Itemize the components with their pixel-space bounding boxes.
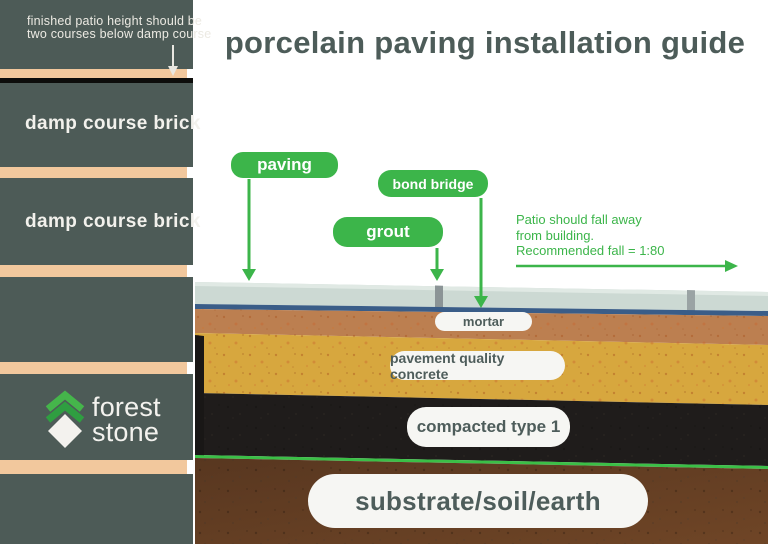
bond-bridge-layer [195, 304, 768, 316]
fall-note: Patio should fall away from building. Re… [516, 212, 665, 259]
wall-mortar-joint [0, 69, 187, 78]
grout-joint [687, 290, 695, 316]
wall-brick [0, 277, 193, 362]
wall-brick [0, 0, 193, 69]
forest-stone-logo: forest stone [44, 390, 194, 454]
substrate-label-pill: substrate/soil/earth [308, 474, 648, 528]
wall-mortar-joint [0, 265, 187, 277]
logo-word-stone: stone [92, 417, 160, 447]
wall-mortar-joint [0, 167, 187, 178]
logo-word-forest: forest [92, 392, 161, 422]
fall-note-line-2: from building. [516, 227, 595, 243]
chevron-icon [45, 390, 85, 412]
damp-proof-course-line [0, 78, 193, 83]
note-line-1: finished patio height should be [27, 14, 203, 28]
damp-course-brick-label: damp course brick [25, 211, 201, 232]
grout-joint [435, 285, 443, 309]
logo-mark-icon [45, 390, 85, 448]
fall-note-line-3: Recommended fall = 1:80 [516, 243, 665, 258]
chevron-icon [45, 401, 85, 423]
mortar-label-pill: mortar [435, 312, 532, 331]
wall-brick-damp-course-2 [0, 178, 193, 265]
concrete-label-pill: pavement quality concrete [390, 350, 565, 382]
wall-foundation-edge [195, 335, 204, 456]
wall-brick [0, 474, 193, 544]
bond-bridge-callout: bond bridge [378, 170, 488, 197]
paving-callout: paving [231, 152, 338, 178]
note-line-2: two courses below damp course [27, 27, 212, 41]
damp-course-brick-label: damp course brick [25, 113, 201, 134]
wall-mortar-joint [0, 460, 187, 474]
fall-note-line-1: Patio should fall away [516, 212, 642, 227]
wall-brick-logo [0, 374, 193, 460]
page-title: porcelain paving installation guide [224, 25, 746, 60]
ground-level-line [195, 455, 768, 469]
type1-label-pill: compacted type 1 [407, 407, 570, 447]
wall-brick-damp-course-1 [0, 83, 193, 167]
grout-callout: grout [333, 217, 443, 247]
finished-patio-height-note: finished patio height should be two cour… [27, 15, 211, 41]
diamond-icon [48, 414, 82, 448]
wall-mortar-joint [0, 362, 187, 374]
logo-wordmark: forest stone [92, 392, 161, 447]
fall-direction-arrow-head [725, 260, 738, 272]
